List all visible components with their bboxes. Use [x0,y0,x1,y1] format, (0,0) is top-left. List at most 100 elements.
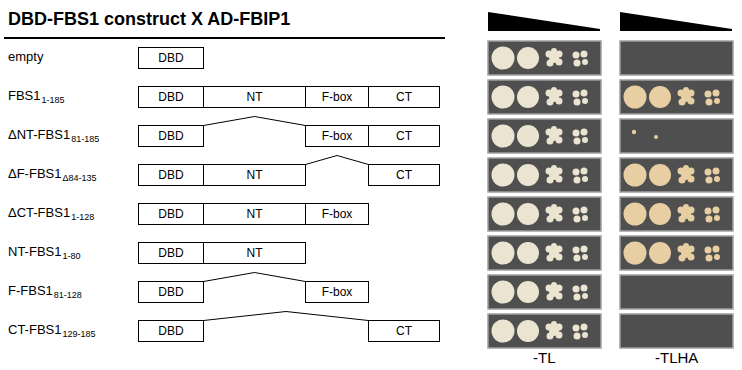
yeast-colony [551,282,557,288]
yeast-plate-panel [620,275,733,309]
domain-name: F-box [322,90,353,104]
domain-box: DBD [138,164,204,186]
yeast-plate-panel [620,314,733,348]
yeast-spot [517,242,539,264]
yeast-spot [649,86,671,108]
domain-name: NT [247,207,263,221]
yeast-colony [713,168,720,175]
construct-label: CT-FBS1129-185 [8,322,96,337]
domain-name: DBD [158,129,183,143]
figure-title: DBD-FBS1 construct X AD-FBIP1 [8,9,290,30]
construct-label: ΔCT-FBS11-128 [8,205,94,220]
yeast-colony [547,138,554,145]
yeast-colony [556,332,563,339]
yeast-spot [624,242,647,265]
deletion-junction [204,273,306,282]
yeast-plate-panel [488,119,601,153]
yeast-colony [551,126,557,132]
yeast-colony [556,215,563,222]
yeast-spot [624,203,647,226]
residue-range: 81-185 [71,134,99,144]
domain-box: CT [368,86,440,108]
yeast-colony [574,99,581,106]
yeast-spot [649,164,671,186]
domain-box: F-box [305,125,369,147]
yeast-colony [714,176,720,182]
yeast-colony [581,90,588,97]
yeast-colony [706,99,713,106]
yeast-colony [582,137,588,143]
yeast-spot [517,164,539,186]
construct-name: ΔCT-FBS1 [8,205,70,220]
domain-name: F-box [322,207,353,221]
yeast-colony [573,247,580,254]
yeast-colony [582,254,588,260]
yeast-plate-panel [488,314,601,348]
yeast-colony [573,208,580,215]
yeast-colony [573,91,580,98]
yeast-spot [492,86,515,109]
yeast-spot [492,125,515,148]
yeast-colony [556,254,563,261]
yeast-spot [492,164,515,187]
yeast-colony [688,254,695,261]
yeast-plate-panel [488,41,601,75]
yeast-colony [551,243,557,249]
yeast-colony [556,137,563,144]
domain-name: DBD [158,324,183,338]
domain-box: F-box [305,281,369,303]
construct-name: FBS1 [8,88,41,103]
construct-name: empty [8,49,43,64]
domain-box: NT [203,242,306,264]
yeast-colony [683,204,689,210]
domain-box: DBD [138,242,204,264]
yeast-colony [581,207,588,214]
yeast-colony [581,168,588,175]
yeast-colony [581,246,588,253]
yeast-colony [706,255,713,262]
domain-name: CT [396,90,412,104]
yeast-colony [551,321,557,327]
dilution-wedge [488,12,600,31]
domain-name: CT [396,168,412,182]
yeast-plate-panel [620,236,733,270]
yeast-spot [624,164,647,187]
yeast-colony [706,177,713,184]
yeast-colony [556,59,563,66]
yeast-spot [649,203,671,225]
yeast-colony [683,87,689,93]
deletion-junction [306,156,369,165]
construct-label: empty [8,49,43,64]
yeast-plate-panel [488,236,601,270]
yeast-colony [581,324,588,331]
residue-range: 1-185 [42,95,65,105]
yeast-colony [582,59,588,65]
yeast-colony [551,48,557,54]
yeast-colony [705,91,712,98]
yeast-plate-panel [620,158,733,192]
yeast-colony [573,325,580,332]
yeast-spot [517,47,539,69]
yeast-colony [581,285,588,292]
yeast-plate-panel [620,197,733,231]
domain-name: F-box [322,285,353,299]
yeast-spot [517,281,539,303]
yeast-colony [582,98,588,104]
yeast-colony [654,135,658,139]
domain-box: NT [203,203,306,225]
dilution-wedge [620,12,732,31]
yeast-colony [574,294,581,301]
yeast-spot [517,203,539,225]
yeast-colony [705,247,712,254]
yeast-plate-panel [620,80,733,114]
yeast-colony [713,207,720,214]
domain-name: F-box [322,129,353,143]
yeast-colony [705,208,712,215]
yeast-colony [582,332,588,338]
yeast-colony [547,60,554,67]
construct-label: F-FBS181-128 [8,283,82,298]
yeast-colony [683,243,689,249]
yeast-colony [679,99,686,106]
domain-name: CT [396,324,412,338]
